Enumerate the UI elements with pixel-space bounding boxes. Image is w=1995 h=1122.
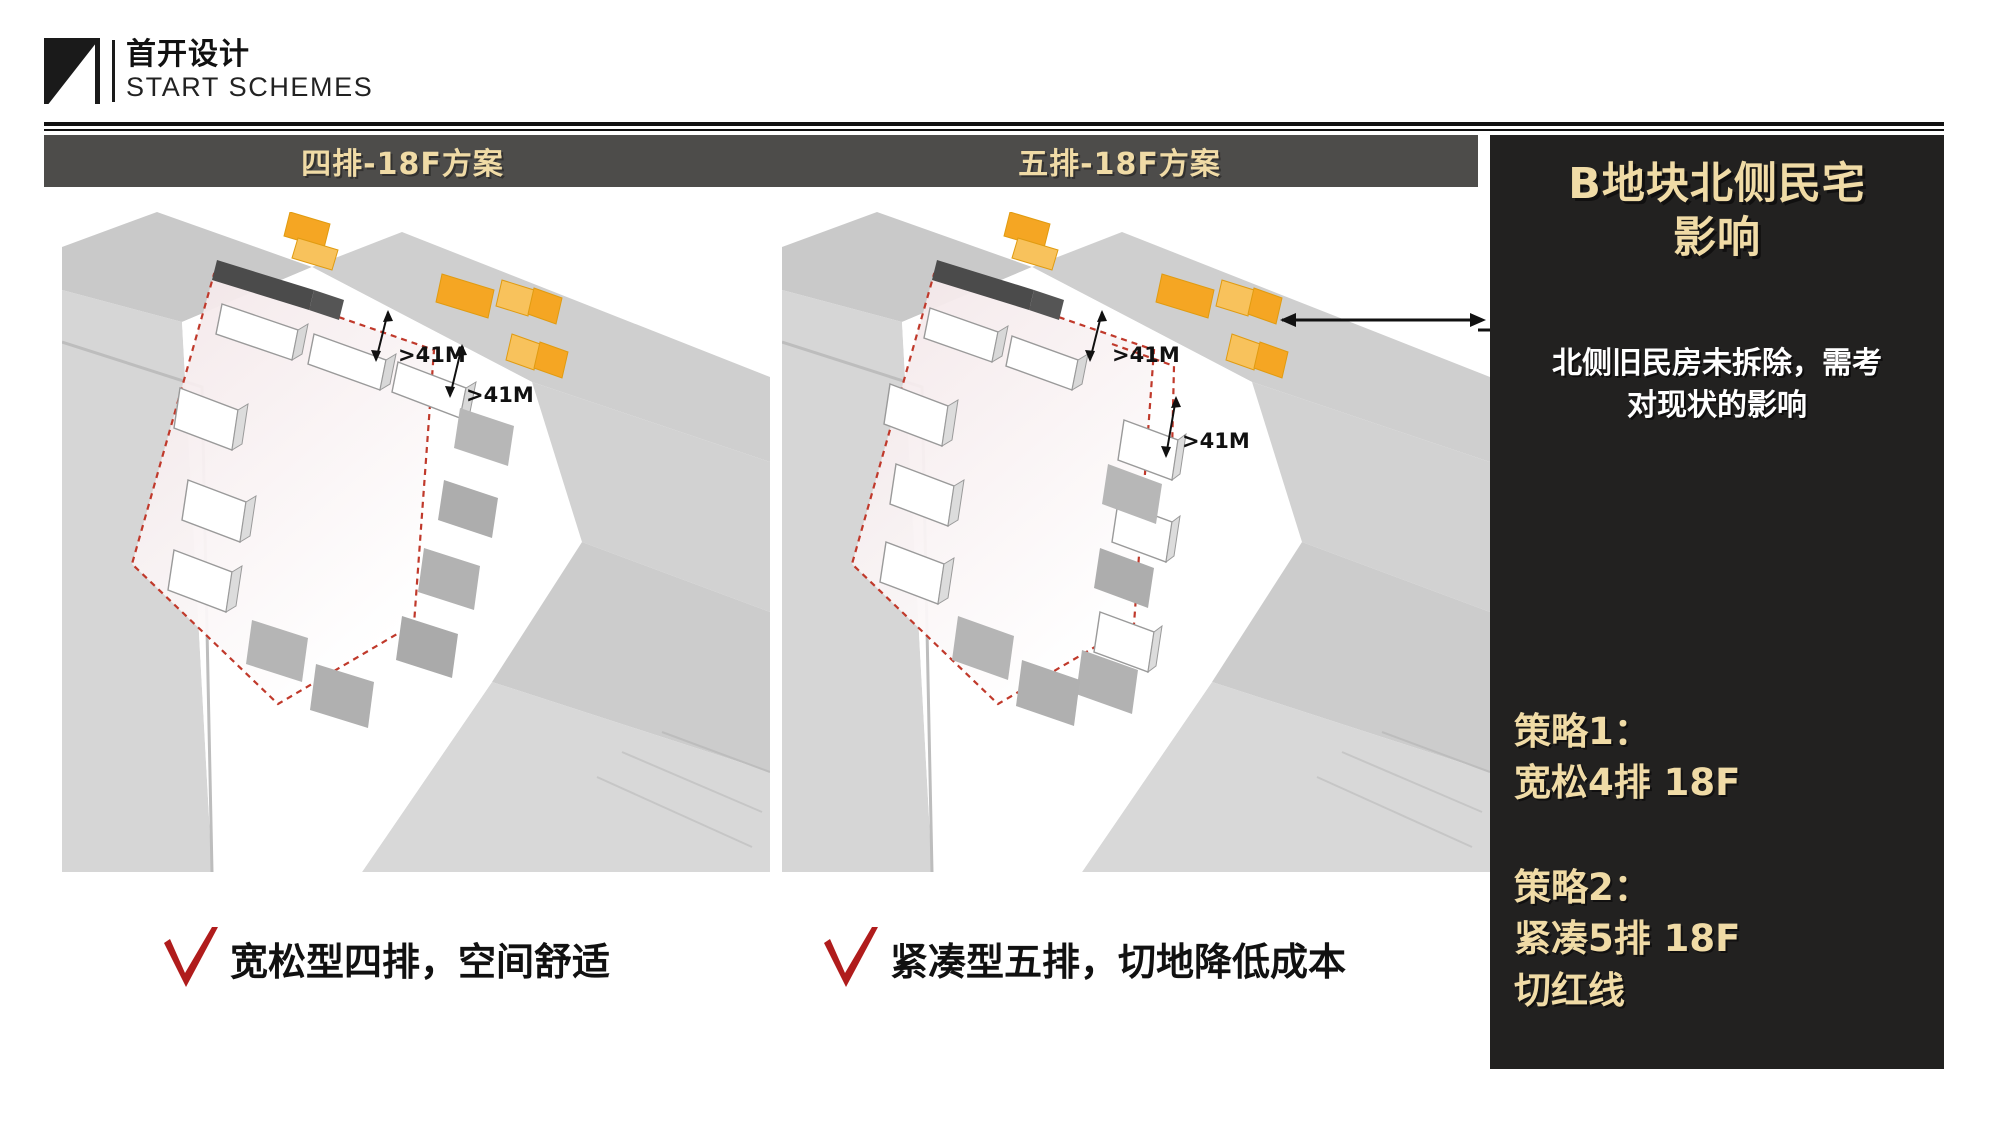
caption-four-rows: 宽松型四排，空间舒适	[160, 925, 610, 991]
scheme-title-right: 五排-18F方案	[1018, 147, 1221, 182]
site-plan-four-rows-svg: >41M >41M	[62, 212, 770, 872]
red-line-boundary	[850, 272, 1156, 706]
svg-text:>41M: >41M	[1182, 429, 1250, 453]
dimension-annotations: >41M >41M	[1085, 310, 1250, 458]
highlight-massing	[1003, 212, 1289, 379]
site-plan-four-rows: >41M >41M	[62, 212, 770, 872]
svg-text:>41M: >41M	[1112, 343, 1180, 367]
strategy-2-head: 策略2：	[1514, 866, 1651, 909]
svg-text:>41M: >41M	[398, 343, 466, 367]
panel-note-line1: 北侧旧民房未拆除，需考	[1552, 346, 1882, 381]
shadow-buildings	[952, 464, 1162, 726]
svg-text:>41M: >41M	[466, 383, 534, 407]
check-mark-icon	[164, 927, 218, 987]
impact-panel: B地块北侧民宅 影响 北侧旧民房未拆除，需考 对现状的影响 策略1： 宽松4排 …	[1490, 135, 1944, 1069]
brand-name-cn: 首开设计	[126, 37, 250, 72]
header-rule-thick	[44, 122, 1944, 126]
strategy-2-body-line1: 紧凑5排 18F	[1514, 917, 1741, 960]
strategy-list: 策略1： 宽松4排 18F 策略2： 紧凑5排 18F 切红线	[1514, 707, 1740, 1017]
proposed-buildings	[879, 307, 1187, 674]
check-mark-icon	[824, 927, 878, 987]
panel-note-line2: 对现状的影响	[1627, 388, 1807, 423]
caption-five-rows-text: 紧凑型五排，切地降低成本	[890, 939, 1347, 984]
site-plan-five-rows-svg: >41M >41M	[782, 212, 1490, 872]
red-line-boundary	[130, 272, 436, 706]
brand-name-en: START SCHEMES	[126, 72, 374, 102]
strategy-2-body-line2: 切红线	[1514, 969, 1625, 1012]
scheme-header-band: 四排-18F方案 五排-18F方案	[44, 135, 1478, 187]
caption-four-rows-text: 宽松型四排，空间舒适	[230, 939, 611, 984]
logo-divider	[112, 40, 115, 102]
strategy-1-head: 策略1：	[1514, 710, 1651, 753]
existing-north-buildings	[932, 260, 1064, 320]
existing-north-buildings	[212, 260, 344, 320]
dimension-annotations: >41M >41M	[371, 310, 534, 407]
panel-title-line1: B地块北侧民宅	[1568, 159, 1866, 209]
site-plan-five-rows: >41M >41M	[782, 212, 1490, 872]
header-rule-thin	[44, 129, 1944, 131]
scheme-title-left: 四排-18F方案	[301, 147, 504, 182]
start-schemes-logo-icon	[44, 38, 100, 104]
brand-logo: 首开设计 START SCHEMES	[44, 38, 373, 104]
strategy-1-body: 宽松4排 18F	[1514, 761, 1741, 804]
highlight-massing	[283, 212, 569, 379]
shadow-buildings	[246, 408, 514, 728]
panel-note: 北侧旧民房未拆除，需考 对现状的影响	[1506, 343, 1928, 427]
header-cell-left: 四排-18F方案	[44, 135, 761, 187]
caption-five-rows: 紧凑型五排，切地降低成本	[820, 925, 1346, 991]
proposed-buildings	[167, 303, 477, 613]
panel-title-line2: 影响	[1673, 213, 1761, 263]
strategy-2: 策略2： 紧凑5排 18F 切红线	[1514, 863, 1740, 1017]
impact-arrow	[1280, 313, 1486, 327]
panel-title: B地块北侧民宅 影响	[1506, 157, 1928, 265]
strategy-gap	[1514, 809, 1740, 863]
strategy-1: 策略1： 宽松4排 18F	[1514, 707, 1740, 809]
header-cell-right: 五排-18F方案	[761, 135, 1478, 187]
